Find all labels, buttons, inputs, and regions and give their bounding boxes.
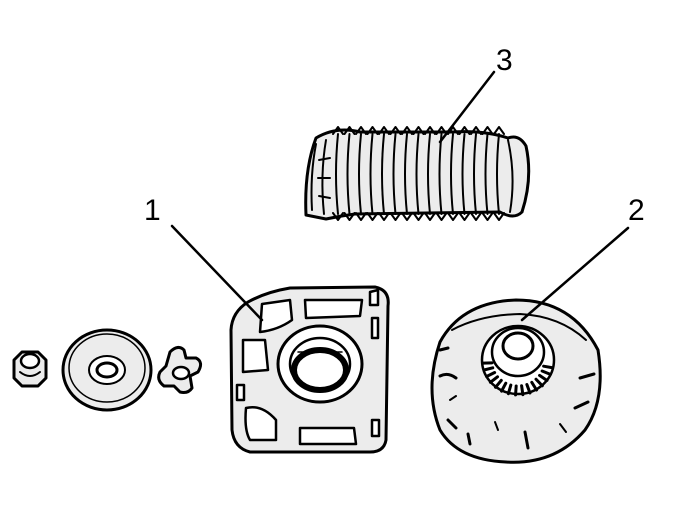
bellows-ribs	[332, 126, 505, 221]
bellows-rib	[496, 133, 500, 215]
bearing-tooth	[482, 366, 495, 372]
bellows-fold	[493, 126, 505, 221]
bellows-rib	[335, 133, 339, 215]
bellows-rib	[450, 133, 454, 215]
leader-line-2	[520, 226, 630, 322]
bearing-tooth	[494, 378, 503, 389]
bellows-fold	[378, 126, 390, 221]
bearing-tooth	[525, 383, 532, 395]
nut	[12, 350, 48, 388]
bearing-tooth	[500, 381, 508, 393]
bearing-tooth	[514, 384, 518, 397]
bearing-tooth	[542, 364, 554, 370]
bellows-fold	[435, 126, 448, 221]
bellows-boot	[304, 126, 531, 221]
bellows-rib	[404, 133, 408, 215]
bellows-fold	[481, 126, 494, 221]
bellows-fold	[389, 126, 402, 221]
bellows-fold	[366, 126, 379, 221]
bellows-fold	[412, 126, 425, 221]
bearing-tooth	[488, 375, 500, 384]
leader-line-3	[438, 70, 496, 144]
bellows-fold	[458, 126, 471, 221]
bellows-fold	[401, 126, 413, 221]
bellows-rib	[369, 133, 374, 215]
bellows-rib	[484, 133, 489, 215]
leader-line-1	[170, 224, 264, 322]
bellows-rib	[461, 133, 466, 215]
bump-stop	[157, 345, 203, 394]
bellows-rib	[346, 133, 351, 215]
bearing-tooth	[534, 377, 544, 388]
bearing-tooth	[485, 371, 497, 378]
bellows-fold	[355, 126, 367, 221]
callout-3: 3	[496, 44, 513, 77]
bellows-rib	[415, 133, 420, 215]
washer	[61, 328, 153, 412]
callout-1: 1	[144, 194, 161, 227]
bearing-tooth	[530, 380, 539, 392]
bearing-tooth	[520, 384, 525, 397]
bearing-tooth	[540, 369, 552, 376]
bellows-fold	[424, 126, 436, 221]
bearing-tooth	[506, 383, 513, 396]
bellows-rib	[381, 133, 385, 215]
bearing-tooth	[538, 373, 549, 382]
bellows-fold	[470, 126, 482, 221]
bellows-rib	[358, 133, 362, 215]
bellows-rib	[392, 133, 397, 215]
bellows-fold	[332, 126, 344, 221]
bellows-fold	[343, 126, 356, 221]
callout-2: 2	[628, 194, 645, 227]
bellows-rib	[473, 133, 477, 215]
strut-mount	[229, 285, 390, 454]
spring-seat	[430, 298, 602, 464]
bearing-teeth	[481, 361, 554, 397]
bellows-rib	[427, 133, 431, 215]
